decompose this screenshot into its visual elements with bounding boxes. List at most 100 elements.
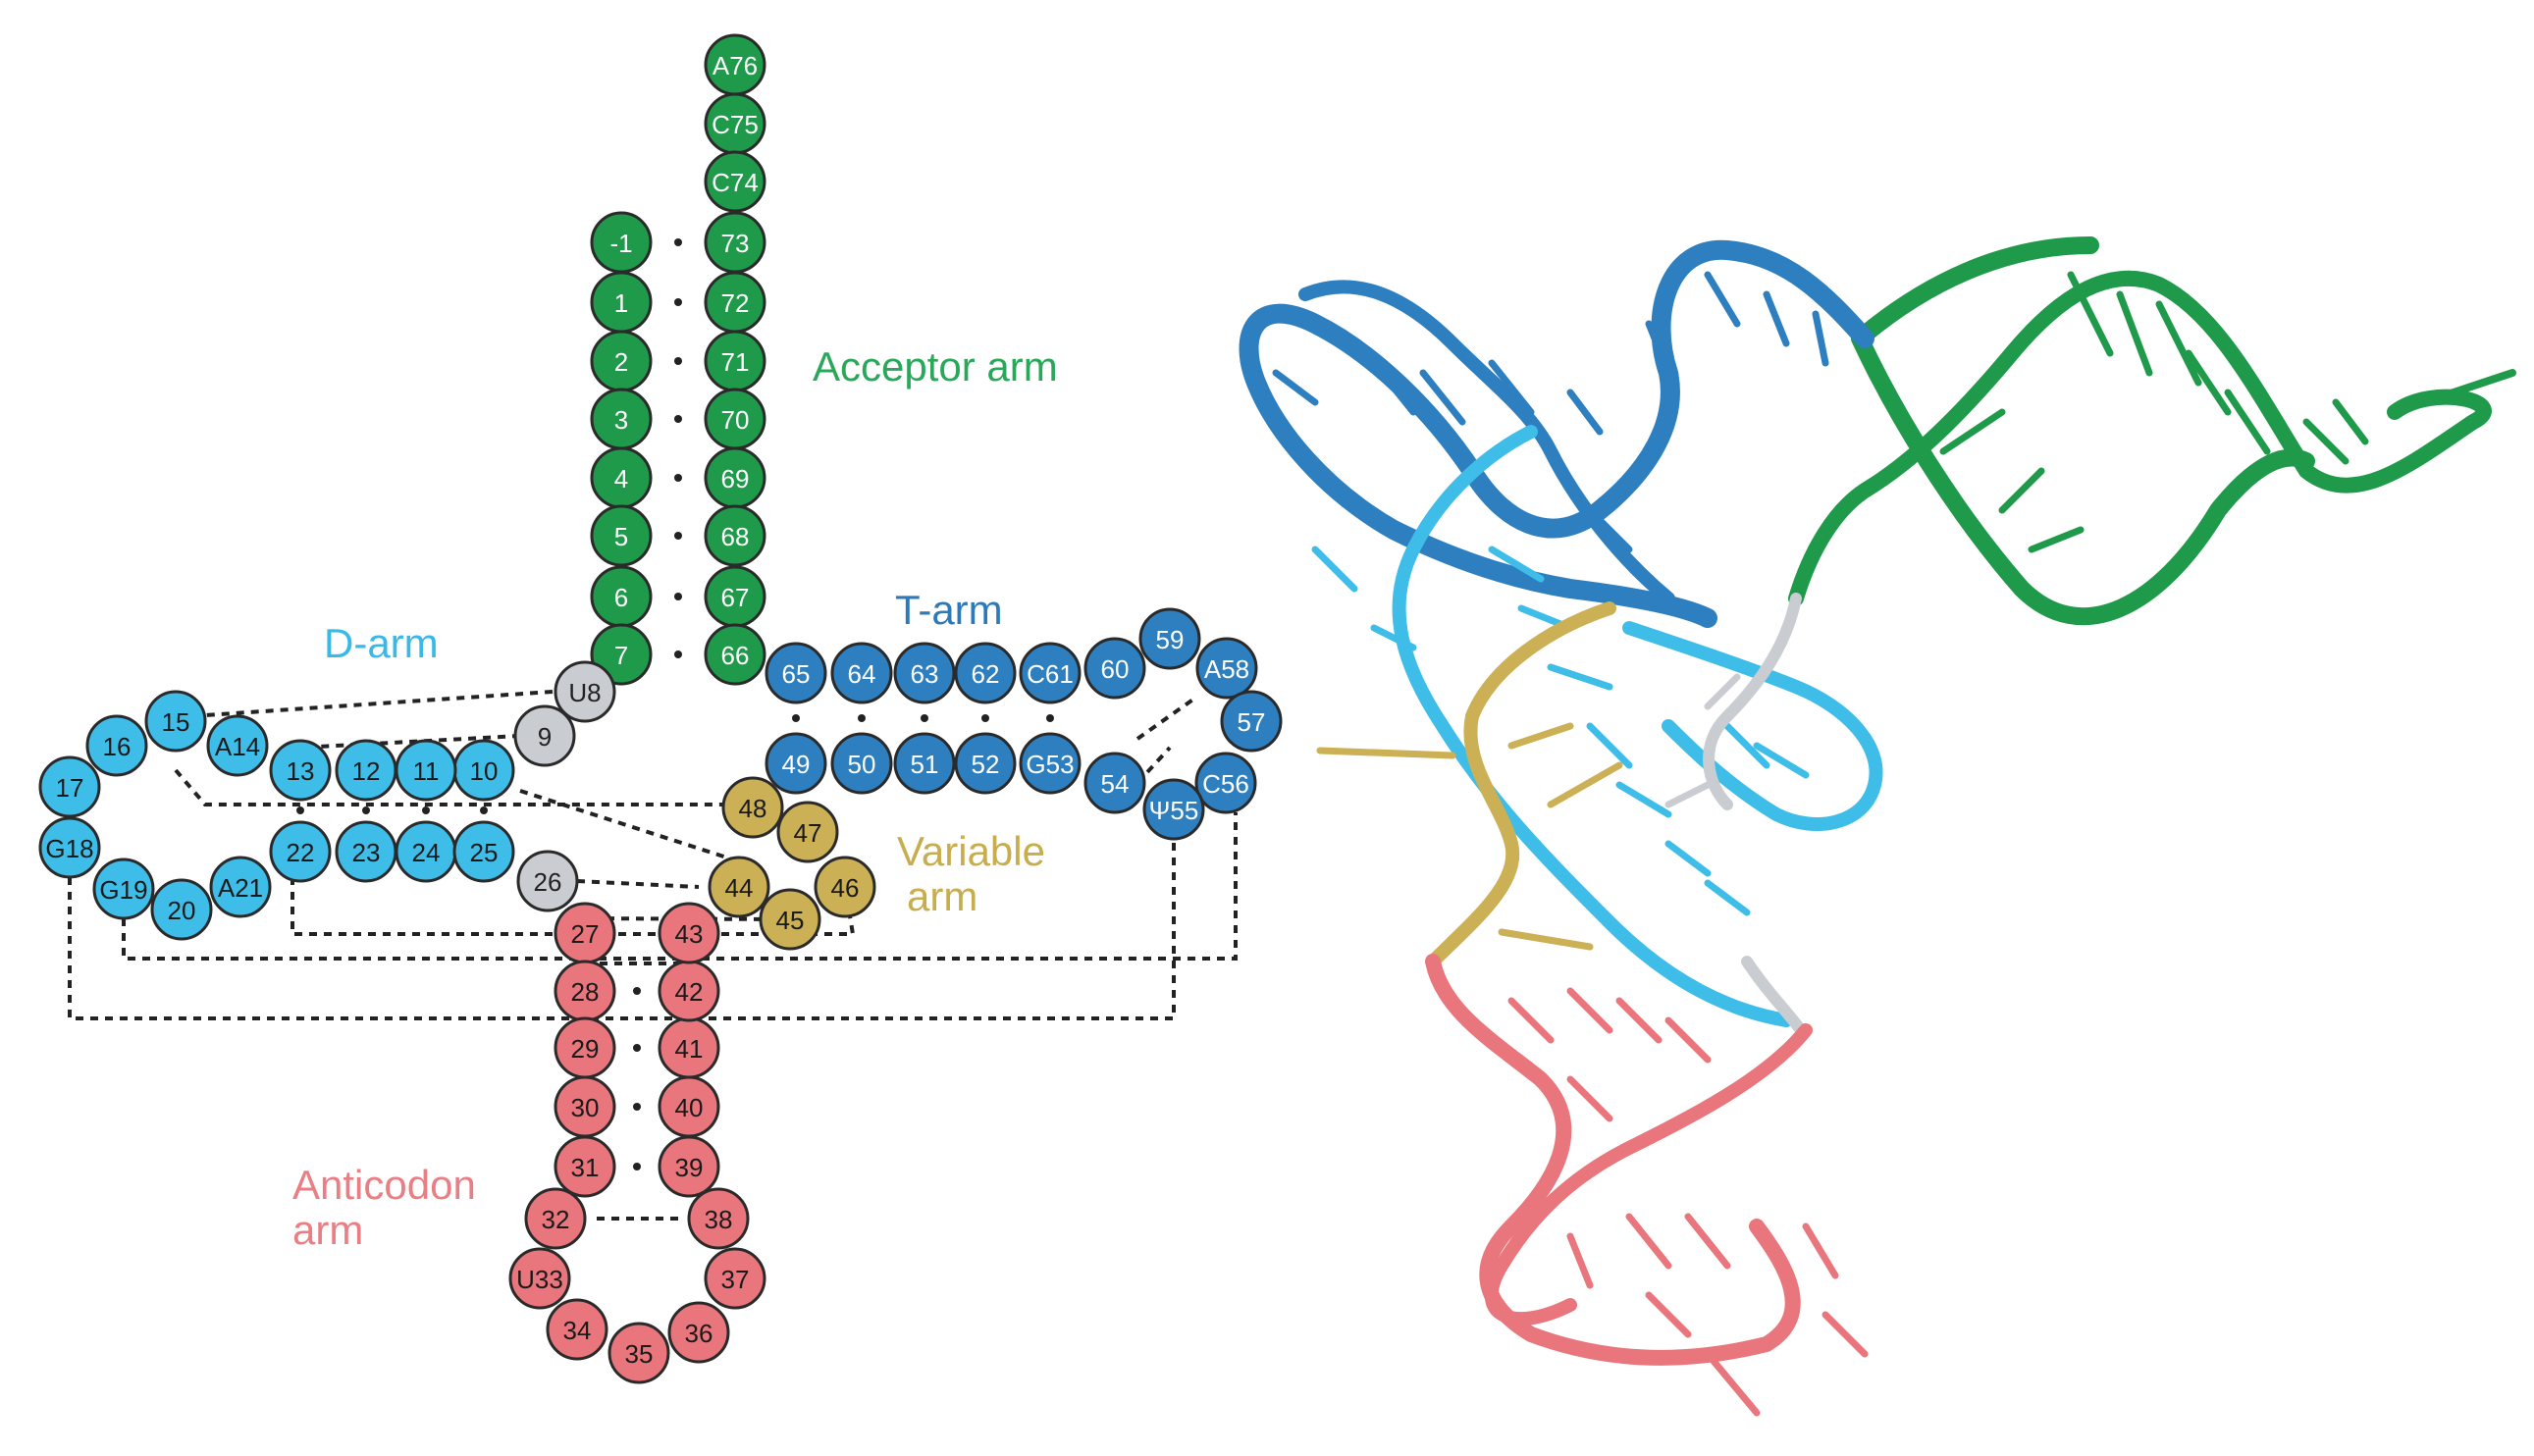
- anticodon-arm-label-line1: Anticodon: [292, 1162, 476, 1208]
- nucleotide-circle: [607, 1322, 670, 1384]
- pair-dot: [792, 714, 800, 722]
- nucleotide-label: 57: [1238, 707, 1266, 737]
- nucleotide-t-arm-6: 59: [1138, 607, 1201, 670]
- nucleotide-acceptor-8: 68: [704, 504, 766, 567]
- nucleotide-label: 46: [831, 873, 860, 903]
- nucleotide-circle: [1194, 752, 1257, 814]
- nucleotide-circle: [954, 732, 1017, 795]
- nucleotide-circle: [1138, 607, 1201, 670]
- nucleotide-circle: [704, 150, 766, 213]
- nucleotide-label: A76: [713, 51, 758, 80]
- nucleotide-t-arm-2: 63: [893, 642, 956, 704]
- nucleotide-linker-0: U8: [554, 660, 616, 723]
- nucleotide-label: 43: [675, 919, 704, 949]
- nucleotide-t-arm-13: 52: [954, 732, 1017, 795]
- nucleotide-d-arm-3: 13: [269, 739, 332, 802]
- nucleotide-circle: [830, 642, 893, 704]
- nucleotide-circle: [814, 856, 876, 918]
- nucleotide-label: 48: [739, 794, 767, 823]
- pair-dot: [674, 474, 682, 482]
- nucleotide-label: 54: [1101, 769, 1130, 799]
- nucleotide-anticodon-4: 31: [554, 1135, 616, 1198]
- pair-dot: [674, 650, 682, 658]
- pair-dot: [296, 806, 304, 814]
- pair-dot: [674, 532, 682, 540]
- nucleotide-t-arm-8: 57: [1220, 690, 1283, 753]
- ribbon-anticodon-stem: [1425, 954, 1869, 1417]
- nucleotide-variable-1: 47: [776, 801, 839, 863]
- nucleotide-linker-2: 26: [516, 850, 579, 912]
- nucleotide-circle: [269, 739, 332, 802]
- pair-dot: [633, 987, 641, 995]
- pair-dot: [633, 1044, 641, 1052]
- nucleotide-label: 29: [571, 1034, 600, 1064]
- nucleotide-label: 15: [162, 707, 190, 737]
- nucleotide-circle: [704, 504, 766, 567]
- d-arm-label: D-arm: [324, 620, 439, 666]
- nucleotide-circle: [508, 1247, 571, 1310]
- nucleotide-label: 63: [911, 659, 939, 689]
- nucleotide-circle: [704, 1247, 766, 1310]
- nucleotide-label: 12: [352, 756, 381, 786]
- nucleotide-circle: [524, 1187, 587, 1250]
- pair-dot: [674, 298, 682, 306]
- nucleotide-label: G53: [1026, 750, 1074, 779]
- anticodon-arm-label-line2: arm: [292, 1207, 363, 1253]
- nucleotide-label: G18: [45, 834, 93, 863]
- nucleotide-variable-3: 45: [759, 888, 821, 951]
- ribbon-d-stem: [1311, 425, 1883, 1027]
- nucleotide-label: 47: [794, 818, 822, 848]
- nucleotide-acceptor-5: 71: [704, 330, 766, 392]
- nucleotide-label: 50: [848, 750, 876, 779]
- nucleotide-circle: [830, 732, 893, 795]
- nucleotide-label: A14: [215, 732, 260, 761]
- nucleotide-t-arm-7: A58: [1195, 637, 1258, 700]
- nucleotide-circle: [765, 642, 827, 704]
- pair-dot: [633, 1103, 641, 1111]
- nucleotide-circle: [1019, 732, 1082, 795]
- nucleotide-label: 34: [563, 1316, 592, 1345]
- nucleotide-t-arm-11: 54: [1083, 752, 1146, 814]
- ribbon-acceptor-stem: [1788, 236, 2516, 626]
- nucleotide-circle: [776, 801, 839, 863]
- nucleotide-d-arm-15: 25: [452, 820, 515, 883]
- nucleotide-anticodon-11: 38: [687, 1187, 750, 1250]
- nucleotide-label: C75: [712, 110, 759, 139]
- tertiary-line: [1135, 697, 1196, 741]
- nucleotide-circle: [759, 888, 821, 951]
- nucleotide-anticodon-13: 40: [658, 1075, 720, 1138]
- nucleotide-label: 9: [538, 722, 552, 752]
- nucleotide-label: 52: [972, 750, 1000, 779]
- pair-dot: [362, 806, 370, 814]
- nucleotide-label: 4: [614, 464, 628, 494]
- nucleotide-label: 42: [675, 977, 704, 1007]
- base-pair-dots: [296, 238, 1054, 1170]
- nucleotide-circle: [658, 902, 720, 964]
- nucleotide-circle: [335, 739, 397, 802]
- nucleotide-label: 2: [614, 347, 628, 377]
- nucleotide-variable-0: 48: [721, 776, 784, 839]
- nucleotide-circle: [893, 732, 956, 795]
- nucleotide-label: 16: [103, 732, 132, 761]
- nucleotide-anticodon-0: 27: [554, 902, 616, 964]
- nucleotide-label: 36: [685, 1319, 713, 1348]
- nucleotide-label: 5: [614, 522, 628, 551]
- tertiary-line: [204, 690, 554, 717]
- nucleotide-label: 64: [848, 659, 876, 689]
- nucleotide-t-arm-0: 65: [765, 642, 827, 704]
- nucleotide-t-arm-3: 62: [954, 642, 1017, 704]
- nucleotide-label: 70: [721, 405, 750, 435]
- nucleotide-d-arm-7: 17: [38, 755, 101, 818]
- nucleotide-label: 59: [1156, 625, 1185, 654]
- nucleotide-anticodon-16: 43: [658, 902, 720, 964]
- nucleotide-label: 73: [721, 229, 750, 258]
- nucleotide-label: U8: [568, 678, 601, 707]
- nucleotide-label: 45: [776, 906, 805, 935]
- nucleotide-t-arm-5: 60: [1083, 637, 1146, 700]
- nucleotide-acceptor-15: 4: [590, 446, 653, 509]
- nucleotide-label: Ψ55: [1149, 796, 1199, 825]
- nucleotide-acceptor-7: 69: [704, 446, 766, 509]
- nucleotide-label: 10: [470, 756, 499, 786]
- nucleotide-anticodon-10: 37: [704, 1247, 766, 1310]
